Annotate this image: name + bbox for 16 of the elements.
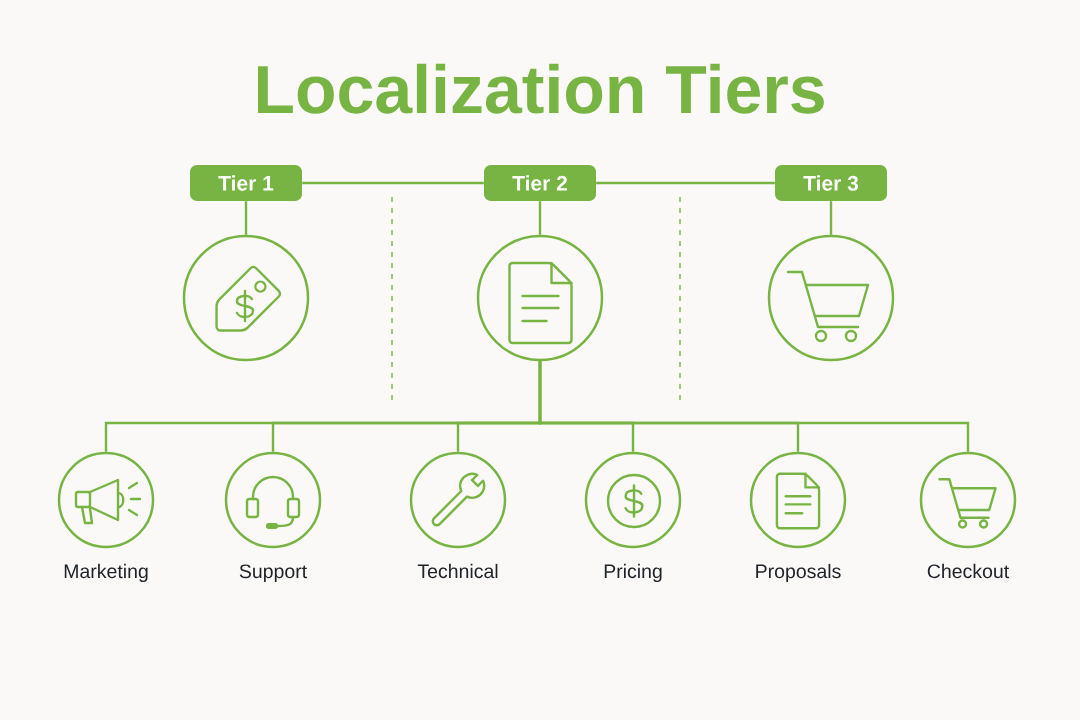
tier-box: Tier 3 xyxy=(775,165,887,201)
category-label: Checkout xyxy=(927,563,1010,579)
connector-line xyxy=(596,181,775,185)
category-label: Marketing xyxy=(64,563,148,583)
category-label: Technical xyxy=(417,563,498,579)
connector-line xyxy=(538,201,542,235)
connector-line xyxy=(829,201,833,235)
connector-line xyxy=(302,181,484,185)
connector-line xyxy=(244,201,248,235)
tier-box: Tier 2 xyxy=(484,165,596,201)
tier-box: Tier 1 xyxy=(190,165,302,201)
category-label: Support xyxy=(239,564,307,583)
connector-line xyxy=(538,361,970,452)
category-label: Proposals xyxy=(756,563,841,583)
title: Localization Tiers xyxy=(258,63,824,114)
category-label: Pricing xyxy=(604,563,662,583)
